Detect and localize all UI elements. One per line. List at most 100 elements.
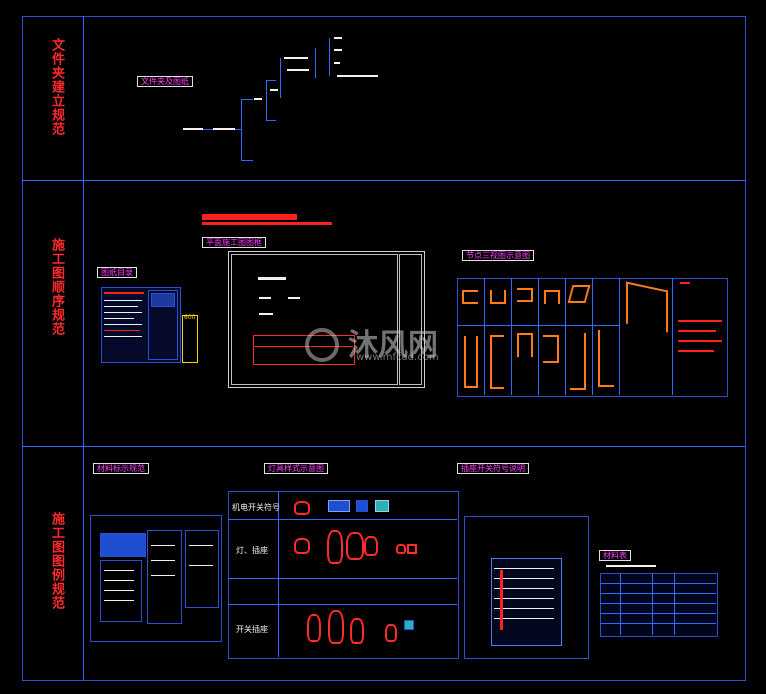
material-line-6 bbox=[151, 560, 175, 561]
folder-tree-root-tag: 文件夹及图纸 bbox=[137, 76, 193, 87]
tree-node-level2 bbox=[254, 98, 262, 100]
plan-text-2 bbox=[259, 297, 271, 299]
legend-symbol-fan bbox=[294, 501, 310, 515]
index-side-table bbox=[148, 290, 178, 360]
tag-node-views: 节点三视图示意图 bbox=[462, 250, 534, 261]
node-shape-4 bbox=[544, 290, 560, 304]
tree-connector-h1 bbox=[203, 129, 213, 130]
watermark-brand: 沐风网 bbox=[348, 328, 438, 363]
legend-symbol-box-3 bbox=[375, 500, 389, 512]
legend-symbol-box-1 bbox=[328, 500, 350, 512]
material-line-1 bbox=[104, 570, 134, 571]
node-shape-9 bbox=[543, 335, 559, 363]
legend-col-divider bbox=[278, 491, 279, 657]
index-line-2 bbox=[104, 306, 138, 307]
tree-connector-h2 bbox=[235, 129, 241, 130]
plan-red-box bbox=[253, 335, 355, 365]
section-divider-1 bbox=[22, 180, 745, 181]
node-shape-1 bbox=[462, 290, 478, 304]
plan-text-1 bbox=[258, 277, 286, 280]
legend-switch-4 bbox=[385, 624, 397, 642]
legend-symbol-box-2 bbox=[356, 500, 368, 512]
plan-text-4 bbox=[259, 313, 273, 315]
node-shape-11 bbox=[598, 330, 614, 387]
node-shape-8 bbox=[517, 333, 533, 357]
material-line-7 bbox=[151, 575, 175, 576]
switch-sheet-line-1 bbox=[494, 568, 554, 569]
material-line-9 bbox=[189, 565, 213, 566]
node-grid-v3 bbox=[538, 278, 539, 395]
material-table-title bbox=[606, 565, 656, 567]
legend-lamp-5 bbox=[396, 544, 406, 554]
plan-red-line bbox=[253, 346, 353, 347]
material-line-3 bbox=[104, 590, 134, 591]
tree-branch-2b bbox=[266, 120, 276, 121]
tag-material-labels: 材料标示规范 bbox=[93, 463, 149, 474]
tree-branch-1b bbox=[241, 160, 253, 161]
switch-symbol-panel bbox=[464, 516, 589, 659]
material-line-2 bbox=[104, 580, 134, 581]
legend-lamp-1 bbox=[294, 538, 310, 554]
plan-frame-inner bbox=[231, 254, 398, 385]
index-yellow-frame bbox=[182, 315, 198, 363]
legend-row-label-2: 灯、插座 bbox=[236, 546, 268, 555]
tree-node-level1 bbox=[213, 128, 235, 130]
section-label-folder: 文件夹建立规范 bbox=[49, 38, 64, 136]
watermark-url: www.mfcad.com bbox=[356, 352, 439, 363]
node-shape-10 bbox=[570, 333, 586, 390]
node-shape-2 bbox=[490, 290, 506, 304]
title-red-bar bbox=[202, 214, 297, 220]
legend-lamp-6 bbox=[407, 544, 417, 554]
index-line-1 bbox=[104, 300, 142, 301]
index-line-6 bbox=[104, 336, 142, 337]
tree-node-root bbox=[183, 128, 203, 130]
node-note-line-1 bbox=[678, 320, 722, 322]
legend-switch-box bbox=[404, 620, 414, 630]
material-panel bbox=[90, 515, 222, 642]
switch-sheet-line-2 bbox=[494, 578, 554, 579]
legend-row-divider-1 bbox=[228, 519, 457, 520]
material-line-4 bbox=[104, 600, 134, 601]
tag-material-table: 材料表 bbox=[599, 550, 631, 561]
plan-text-3 bbox=[288, 297, 300, 299]
node-shape-12 bbox=[626, 281, 668, 333]
tag-drawing-index: 图纸目录 bbox=[97, 267, 137, 278]
switch-sheet-line-3 bbox=[494, 588, 554, 589]
tree-leaf-3 bbox=[334, 62, 340, 64]
title-red-bar-2 bbox=[202, 222, 332, 225]
legend-switch-1 bbox=[307, 614, 321, 642]
index-side-block bbox=[151, 293, 175, 307]
tree-node-level3c bbox=[287, 69, 309, 71]
node-note-mark bbox=[680, 282, 690, 284]
index-line-red bbox=[104, 330, 140, 331]
material-swatch-block bbox=[100, 533, 146, 557]
node-grid-v4 bbox=[565, 278, 566, 395]
node-grid-v7 bbox=[672, 278, 673, 395]
tag-switch-symbols: 插座开关符号说明 bbox=[457, 463, 529, 474]
material-table-row-2 bbox=[600, 593, 716, 594]
material-table-row-5 bbox=[600, 623, 716, 624]
material-list-2 bbox=[147, 530, 182, 624]
tag-plan-frame: 平面施工图图框 bbox=[202, 237, 266, 248]
legend-row-label-1: 机电开关符号 bbox=[232, 503, 280, 512]
node-grid-v2 bbox=[511, 278, 512, 395]
legend-lamp-4 bbox=[364, 536, 378, 556]
material-line-5 bbox=[151, 545, 175, 546]
legend-row-divider-2 bbox=[228, 578, 457, 579]
material-list-1 bbox=[100, 560, 142, 622]
tree-trunk-2 bbox=[266, 80, 267, 120]
switch-sheet-red-col bbox=[500, 570, 503, 630]
tree-trunk-3 bbox=[280, 58, 281, 98]
section-divider-2 bbox=[22, 446, 745, 447]
plan-frame-outer bbox=[228, 251, 425, 388]
legend-row-divider-3 bbox=[228, 604, 457, 605]
material-table-col-3 bbox=[674, 573, 675, 635]
node-shape-6 bbox=[464, 336, 478, 388]
legend-switch-3 bbox=[350, 618, 364, 644]
label-column-divider bbox=[83, 16, 84, 680]
material-table-col-1 bbox=[620, 573, 621, 635]
drawing-frame bbox=[22, 16, 746, 681]
section-label-sequence: 施工图顺序规范 bbox=[49, 238, 64, 336]
index-side-text: 600 bbox=[184, 314, 196, 321]
node-note-line-4 bbox=[678, 350, 714, 352]
